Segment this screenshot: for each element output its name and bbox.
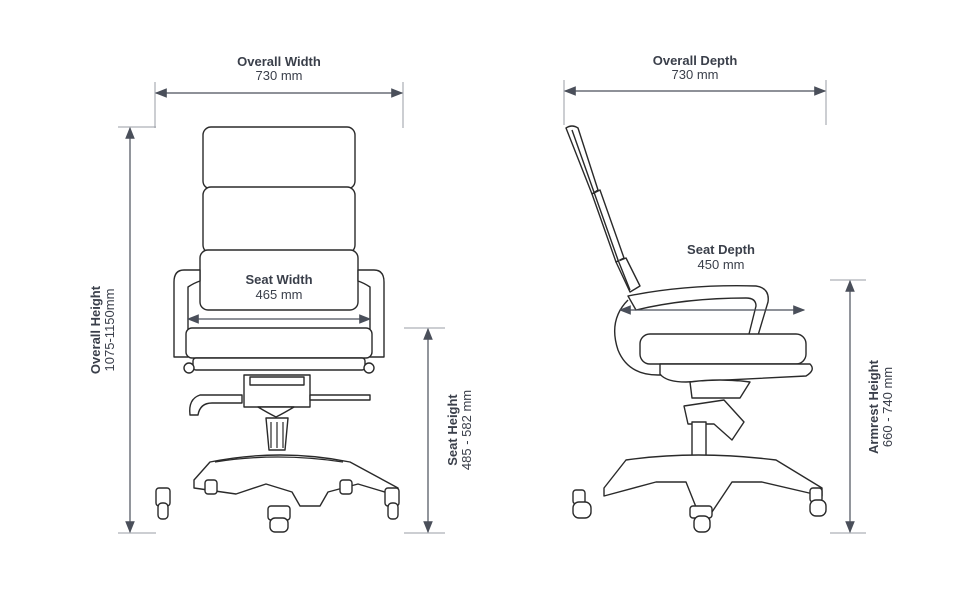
overall-width-label: Overall Width <box>237 54 321 69</box>
seat-height-label: Seat Height <box>445 394 460 466</box>
seat-width-dimension: Seat Width 465 mm <box>186 272 372 324</box>
overall-depth-value: 730 mm <box>672 67 719 82</box>
seat-width-value: 465 mm <box>256 287 303 302</box>
overall-height-label: Overall Height <box>88 285 103 374</box>
side-chair-drawing <box>565 125 827 533</box>
overall-width-dimension: Overall Width 730 mm <box>154 54 404 128</box>
seat-depth-dimension: Seat Depth 450 mm <box>618 242 806 315</box>
overall-height-value: 1075-1150mm <box>102 289 117 372</box>
armrest-height-value: 660 - 740 mm <box>880 367 895 447</box>
overall-height-dimension: Overall Height 1075-1150mm <box>88 126 156 534</box>
armrest-height-label: Armrest Height <box>866 359 881 454</box>
seat-height-value: 485 - 582 mm <box>459 390 474 470</box>
overall-depth-label: Overall Depth <box>653 53 738 68</box>
seat-width-label: Seat Width <box>245 272 312 287</box>
seat-height-dimension: Seat Height 485 - 582 mm <box>404 327 474 534</box>
seat-depth-value: 450 mm <box>698 257 745 272</box>
front-chair-drawing <box>155 126 400 533</box>
armrest-height-dimension: Armrest Height 660 - 740 mm <box>830 279 895 534</box>
overall-depth-dimension: Overall Depth 730 mm <box>563 53 827 125</box>
overall-width-value: 730 mm <box>256 68 303 83</box>
seat-depth-label: Seat Depth <box>687 242 755 257</box>
